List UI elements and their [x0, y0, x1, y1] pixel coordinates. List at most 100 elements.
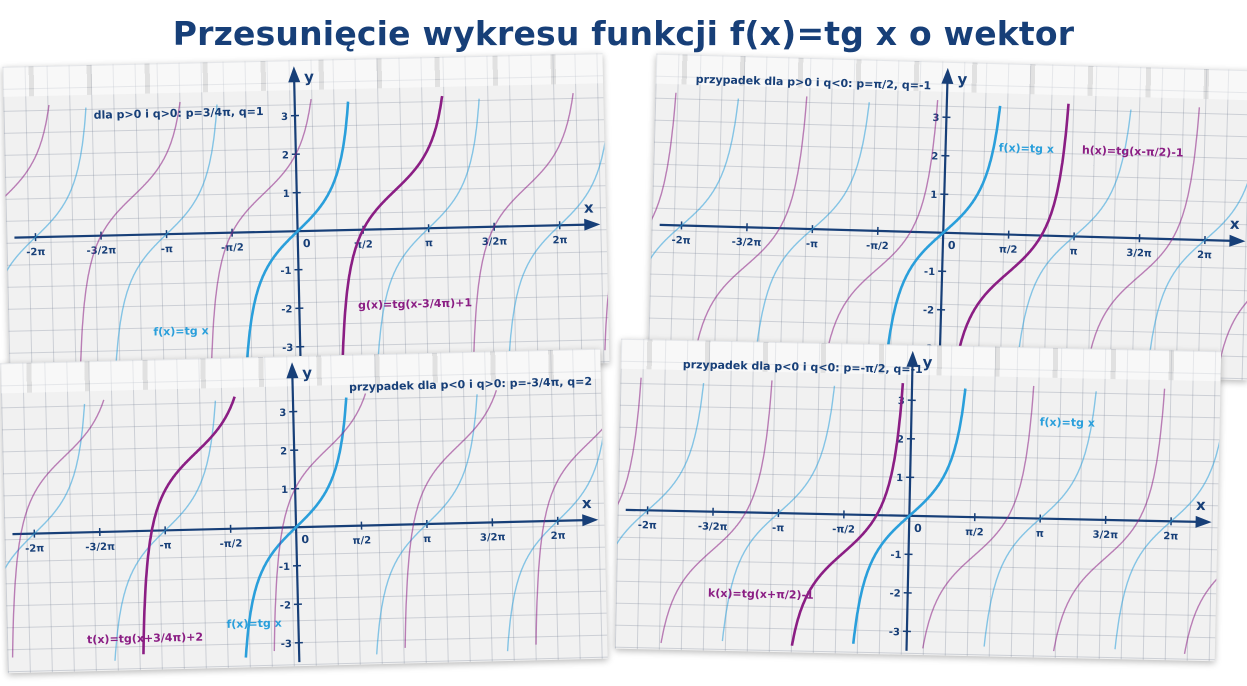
y-tick-label: -3 [282, 343, 293, 354]
y-axis-label: y [302, 364, 312, 382]
y-tick-label: -3 [889, 627, 900, 638]
series-branch [647, 98, 740, 354]
series-branch [604, 90, 610, 351]
series-branch [1183, 391, 1222, 655]
x-tick-label: π/2 [354, 239, 373, 250]
series-branch [983, 391, 1097, 647]
series-shifted: t(x)=tg(x+3/4π)+2 [11, 386, 608, 658]
series-main-branch [851, 388, 967, 644]
series-branch [377, 98, 480, 359]
y-tick-label: 2 [280, 446, 287, 457]
x-axis-label: x [1196, 496, 1206, 514]
y-tick-label: 3 [281, 112, 288, 123]
x-tick-label: 2π [1163, 531, 1178, 542]
y-tick-label: 1 [930, 190, 937, 201]
y-axis-label: y [304, 68, 314, 86]
series-name-label: t(x)=tg(x+3/4π)+2 [87, 631, 203, 647]
series-name-label: f(x)=tg x [1040, 416, 1095, 430]
y-tick-label: -1 [924, 267, 935, 278]
y-axis-arrow [906, 350, 919, 367]
x-tick-label: -π [161, 244, 173, 255]
x-tick-label: -2π [26, 247, 45, 258]
x-tick-label: 3/2π [1092, 530, 1118, 542]
x-tick-label: -2π [671, 235, 690, 247]
origin-label: 0 [914, 522, 922, 535]
x-axis-label: x [582, 494, 592, 512]
series-branch [614, 383, 705, 639]
x-tick-label: 2π [552, 235, 567, 246]
series-branch [693, 96, 808, 359]
x-tick-label: π/2 [352, 535, 371, 546]
series-branch [647, 92, 677, 355]
y-tick-label: 3 [279, 408, 286, 419]
x-tick-label: -3/2π [698, 521, 728, 533]
page-title: Przesunięcie wykresu funkcji f(x)=tg x o… [172, 14, 1075, 53]
chart-caption: przypadek dla p<0 i q<0: p=-π/2, q=-1 [683, 358, 923, 376]
series-branch [2, 104, 50, 366]
series-main-branch [244, 397, 348, 658]
series-name-label: k(x)=tg(x+π/2)-1 [708, 587, 814, 602]
x-tick-label: -π [806, 239, 818, 250]
series-shifted: k(x)=tg(x+π/2)-1 [614, 377, 1222, 655]
y-tick-label: -1 [280, 266, 291, 277]
y-tick-label: 2 [931, 151, 938, 162]
x-axis-arrow [582, 514, 599, 527]
series-base: f(x)=tg x [2, 95, 610, 368]
series-main-branch [341, 95, 444, 357]
series-main-branch [142, 396, 236, 655]
series-branch [721, 385, 836, 642]
x-tick-label: -π [772, 523, 784, 534]
x-tick-label: -3/2π [85, 542, 115, 554]
series-shifted: h(x)=tg(x-π/2)-1 [647, 92, 1247, 373]
series-branch [376, 394, 478, 655]
series-base: f(x)=tg x [0, 391, 608, 665]
chart-caption: przypadek dla p>0 i q<0: p=π/2, q=-1 [696, 73, 932, 93]
x-axis-line [659, 223, 1234, 242]
series-main-branch [884, 105, 1002, 361]
series-main-branch [954, 103, 1070, 366]
series-base: f(x)=tg x [614, 383, 1222, 650]
y-tick-label: 2 [897, 434, 904, 445]
series-base: f(x)=tg x [647, 98, 1247, 368]
y-tick-label: -2 [281, 304, 292, 315]
x-tick-label: 3/2π [1126, 248, 1152, 260]
x-axis-arrow [1195, 515, 1212, 528]
x-tick-label: π/2 [999, 244, 1018, 256]
series-name-label: f(x)=tg x [226, 617, 282, 631]
y-tick-label: -3 [281, 639, 292, 650]
x-tick-label: 3/2π [482, 236, 508, 248]
x-axis-arrow [1229, 234, 1246, 247]
series-branch [1085, 107, 1201, 370]
y-axis-label: y [957, 70, 967, 88]
x-tick-label: -π/2 [832, 524, 855, 535]
series-branch [2, 107, 87, 368]
y-axis-arrow [286, 362, 299, 379]
x-tick-label: π [1070, 246, 1078, 257]
y-axis-line [938, 79, 949, 368]
chart-caption: przypadek dla p<0 i q>0: p=-3/4π, q=2 [349, 375, 592, 394]
chart-svg: xy0-2π-3/2π-π-π/2π/2π3/2π2π-3-2-1123f(x)… [647, 67, 1247, 373]
y-tick-label: -2 [889, 588, 900, 599]
series-shifted: g(x)=tg(x-3/4π)+1 [2, 90, 610, 366]
y-axis-line [291, 374, 301, 663]
y-tick-label: -1 [890, 550, 901, 561]
chart-caption: dla p>0 i q>0: p=3/4π, q=1 [94, 105, 264, 122]
series-branch [614, 377, 642, 641]
y-axis-line [905, 362, 914, 651]
x-axis-line [14, 223, 589, 239]
x-tick-label: -2π [25, 543, 44, 554]
y-tick-label: 1 [281, 485, 288, 496]
y-axis-label: y [922, 353, 932, 371]
x-tick-label: -π [159, 540, 171, 551]
y-tick-label: 2 [282, 150, 289, 161]
series-name-label: g(x)=tg(x-3/4π)+1 [358, 296, 472, 312]
x-tick-label: 3/2π [480, 532, 506, 544]
x-axis-label: x [1230, 215, 1240, 233]
series-branch [273, 393, 367, 652]
